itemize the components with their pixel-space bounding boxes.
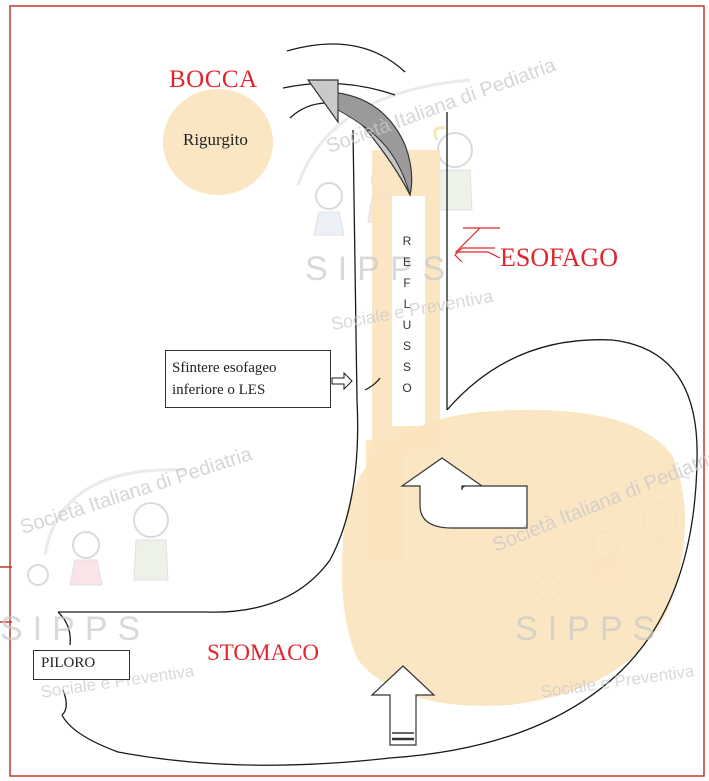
reflux-letter: S: [403, 336, 411, 357]
pylorus-label-box: PILORO: [33, 650, 130, 680]
watermark-initials-right: SIPPS: [515, 610, 665, 649]
reflux-letter: O: [402, 378, 411, 399]
reflux-letter: F: [403, 273, 410, 294]
watermark-initials-left: SIPPS: [0, 610, 150, 649]
reflux-letter: L: [404, 294, 411, 315]
reflux-vertical-label: R E F L U S S O: [399, 231, 415, 399]
regurgitation-label: Rigurgito: [183, 130, 248, 150]
esophagus-pointer-arrow: [455, 248, 495, 262]
reflux-letter: R: [403, 231, 412, 252]
esophagus-pointer-lines: [456, 228, 500, 258]
les-label-line-2: inferiore o LES: [172, 379, 326, 401]
les-label-box: Sfintere esofageo inferiore o LES: [165, 350, 331, 408]
les-pointer-arrow: [332, 373, 352, 389]
reflux-letter: S: [403, 357, 411, 378]
watermark-initials-top: SIPPS: [305, 250, 455, 289]
neck-fill: [366, 440, 404, 560]
les-label-line-1: Sfintere esofageo: [172, 357, 326, 379]
reflux-letter: U: [403, 315, 412, 336]
mouth-label: BOCCA: [169, 66, 258, 94]
esophagus-label: ESOFAGO: [500, 243, 618, 273]
stomach-label: STOMACO: [207, 640, 319, 666]
reflux-letter: E: [403, 252, 411, 273]
pylorus-label: PILORO: [41, 655, 95, 671]
